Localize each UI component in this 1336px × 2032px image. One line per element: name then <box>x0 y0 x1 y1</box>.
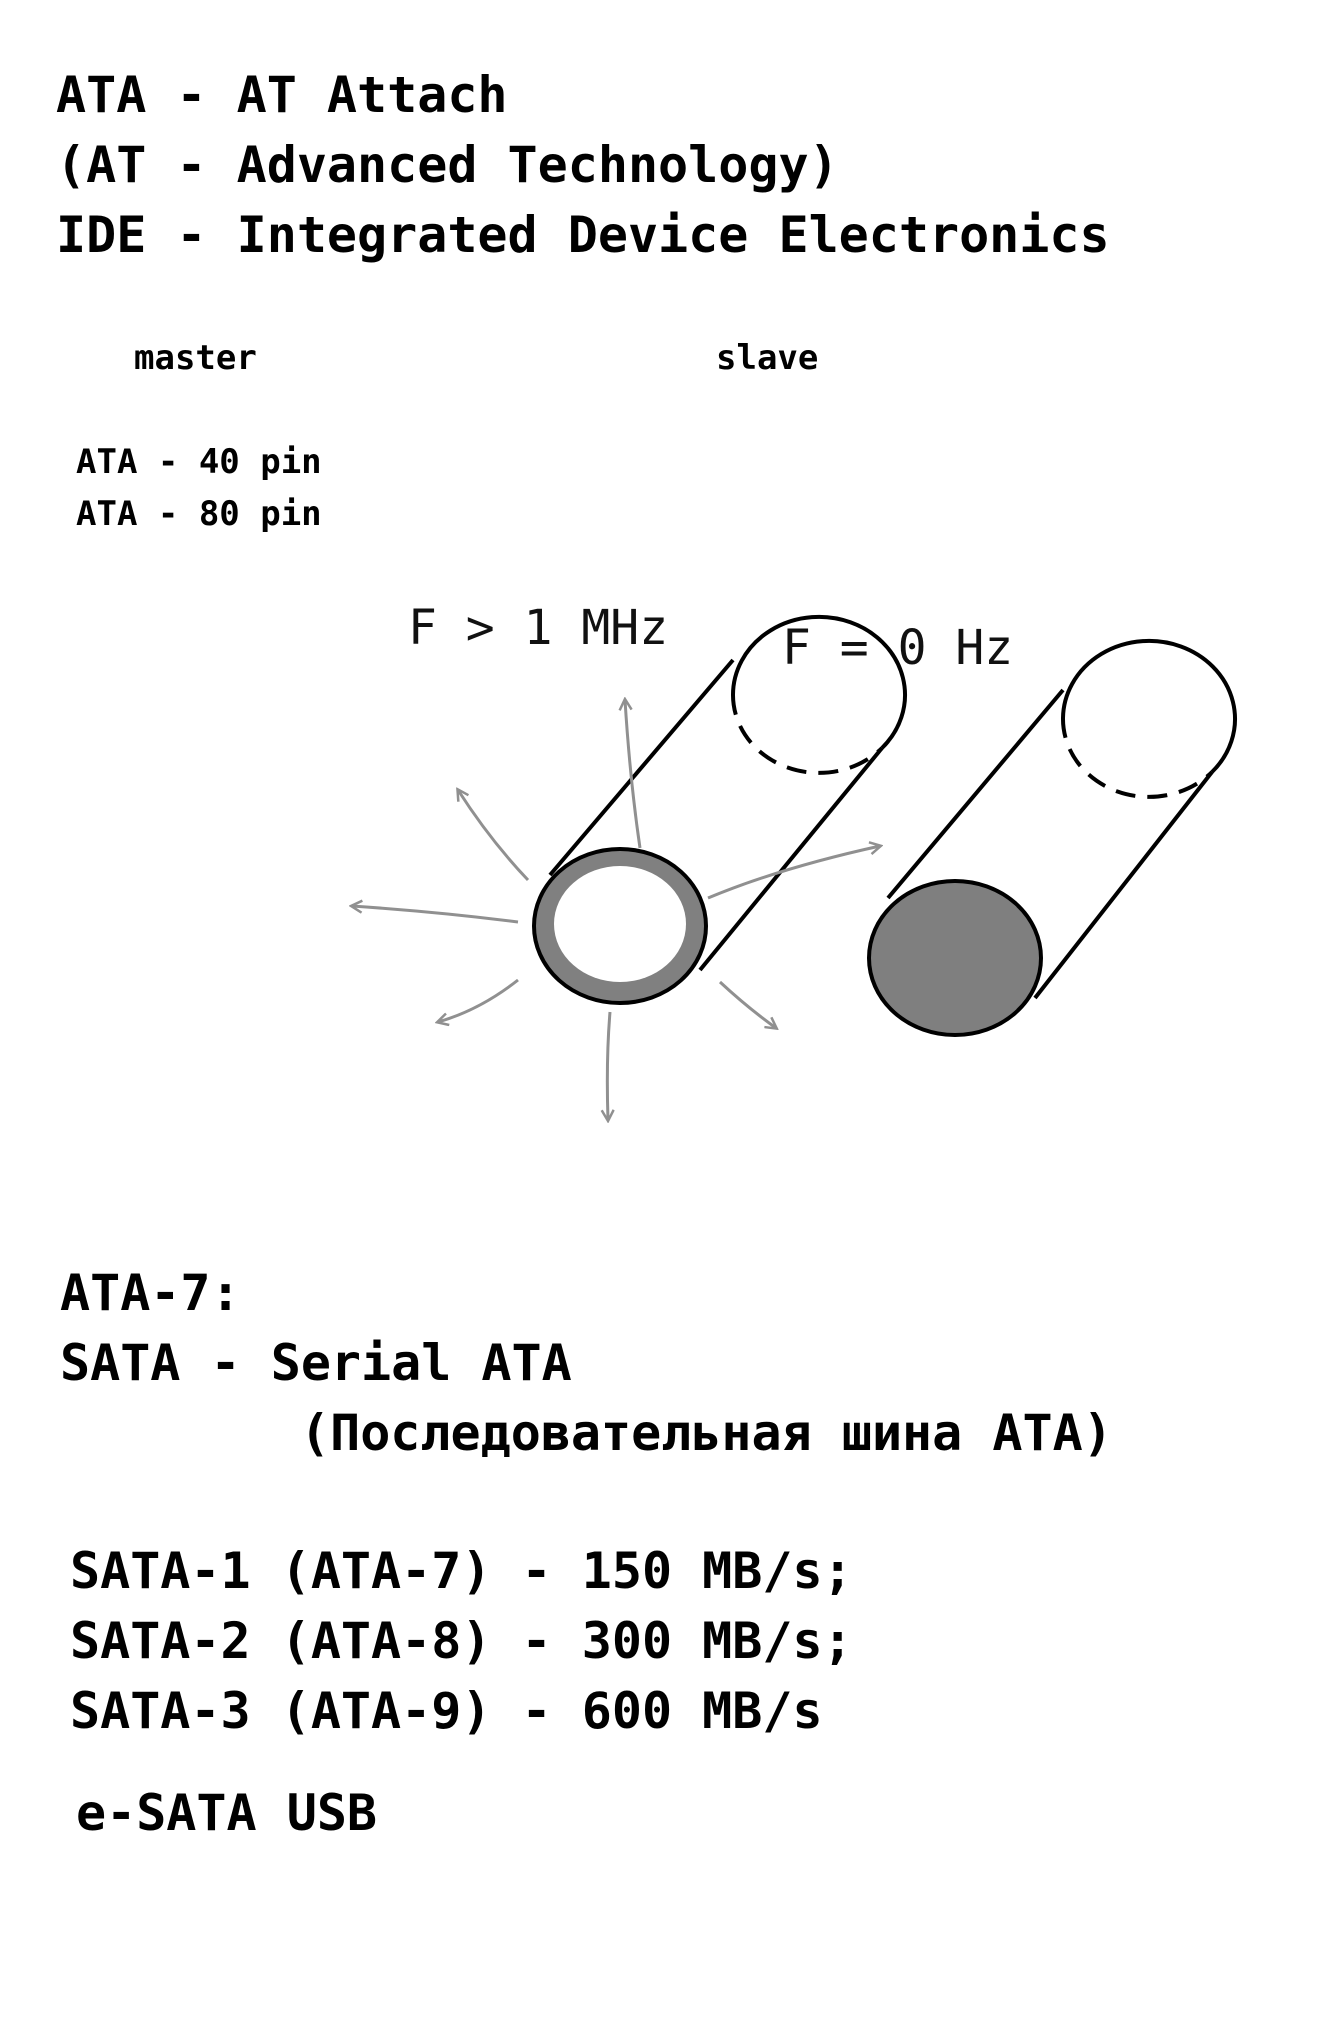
title-line-ata: ATA - AT Attach <box>56 66 508 124</box>
arrow-right <box>707 846 880 900</box>
esata-usb-label: e-SATA USB <box>76 1784 378 1842</box>
sata-version-2: SATA-2 (ATA-8) - 300 MB/s; <box>70 1612 853 1670</box>
cable-high-frequency <box>532 614 907 1005</box>
master-label: master <box>134 338 257 378</box>
cable-end-solid <box>867 879 1043 1037</box>
radiation-arrows <box>352 700 880 1120</box>
sata-version-1: SATA-1 (ATA-7) - 150 MB/s; <box>70 1542 853 1600</box>
arrow-up <box>625 700 642 849</box>
arrow-down <box>607 1011 610 1120</box>
sata-heading: ATA-7: <box>60 1264 241 1322</box>
arrow-up-left <box>458 790 530 882</box>
cable-zero-frequency <box>867 638 1237 1037</box>
label-high-frequency: F > 1 MHz <box>408 600 669 656</box>
sata-name: SATA - Serial ATA <box>60 1334 572 1392</box>
pin-line-80: ATA - 80 pin <box>76 494 322 534</box>
arrow-left <box>352 906 519 924</box>
slave-label: slave <box>716 338 819 378</box>
label-zero-frequency: F = 0 Hz <box>782 620 1014 676</box>
sata-version-3: SATA-3 (ATA-9) - 600 MB/s <box>70 1682 823 1740</box>
title-line-ide: IDE - Integrated Device Electronics <box>56 206 1110 264</box>
arrow-down-left <box>438 978 519 1022</box>
title-line-at: (AT - Advanced Technology) <box>56 136 839 194</box>
sata-translation: (Последовательная шина ATA) <box>300 1404 1113 1462</box>
pin-line-40: ATA - 40 pin <box>76 442 322 482</box>
cable-diagram <box>0 614 1237 1200</box>
arrow-down-right <box>718 980 776 1028</box>
